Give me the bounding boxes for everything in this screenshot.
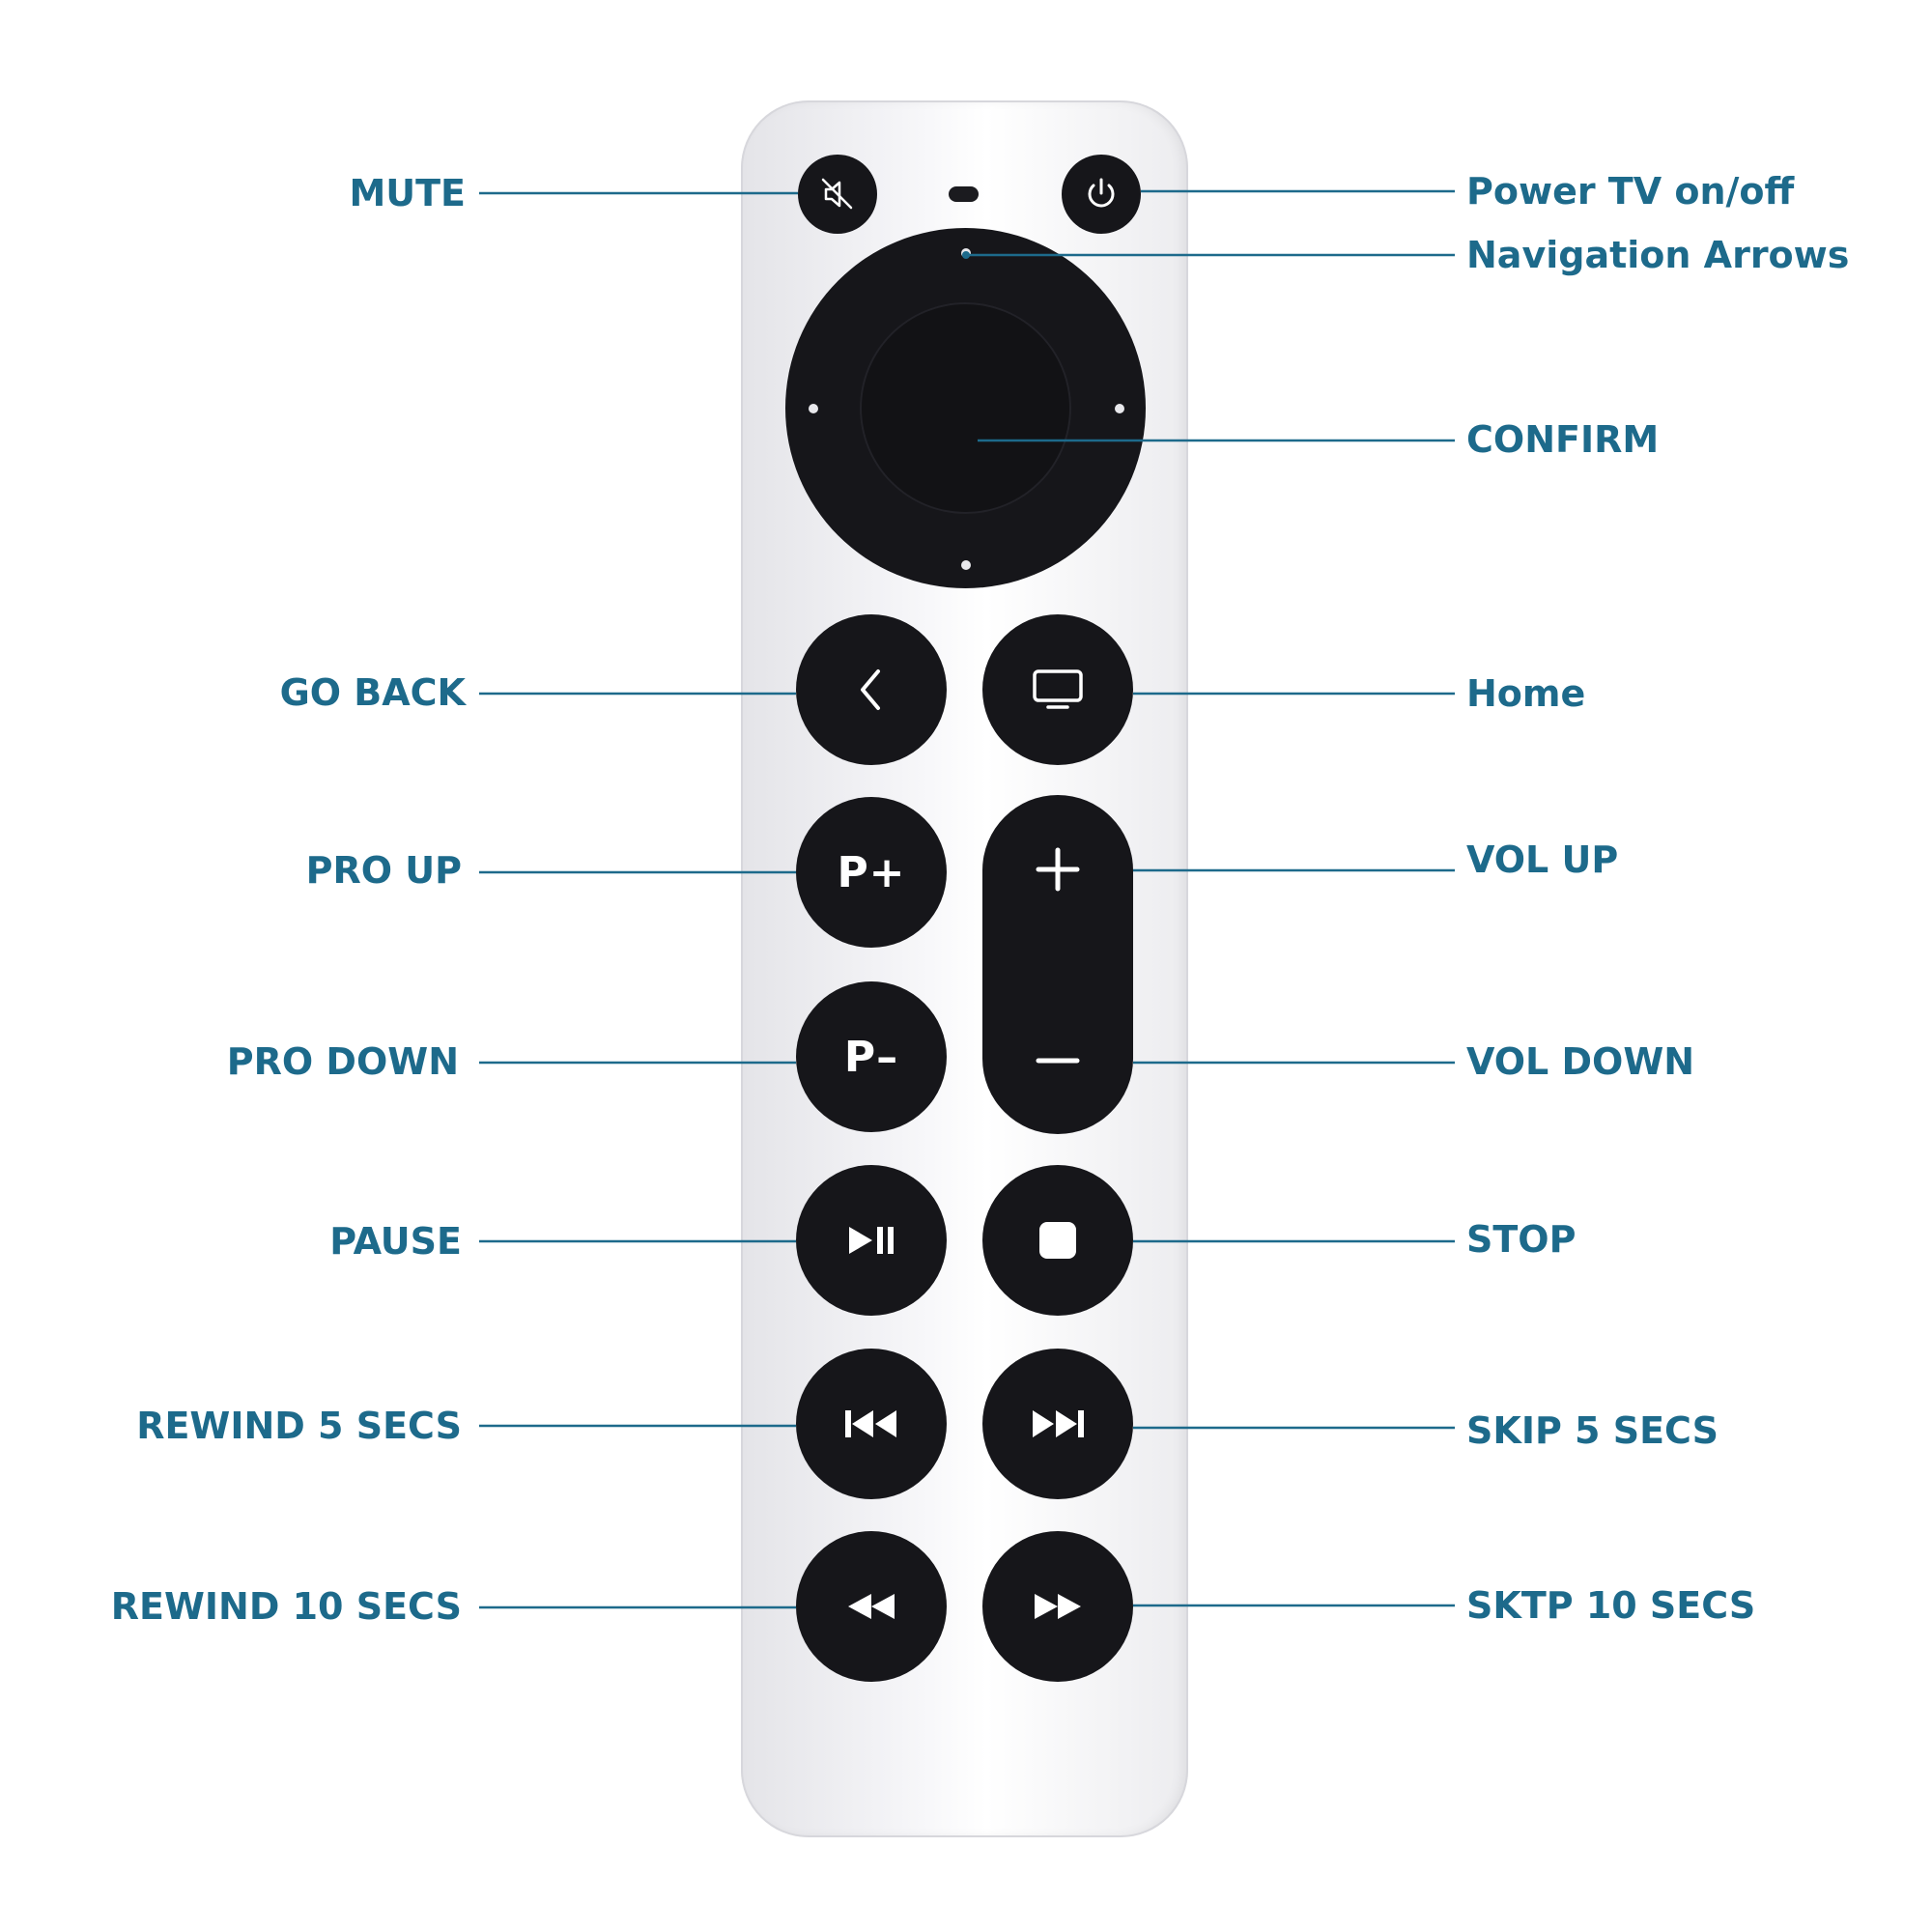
speaker-muted-icon (821, 178, 853, 210)
label-skip-5: SKIP 5 SECS (1466, 1409, 1719, 1452)
stop-button[interactable] (982, 1165, 1133, 1316)
nav-left-dot[interactable] (809, 404, 818, 413)
fast-forward-icon (1035, 1594, 1081, 1619)
volume-down-button[interactable] (1019, 1022, 1096, 1099)
play-pause-button[interactable] (796, 1165, 947, 1316)
program-down-button[interactable]: P– (796, 981, 947, 1132)
rewind-button[interactable] (796, 1531, 947, 1682)
next-track-button[interactable] (982, 1349, 1133, 1499)
fast-forward-button[interactable] (982, 1531, 1133, 1682)
program-up-label: P+ (837, 847, 906, 897)
label-confirm: CONFIRM (1466, 418, 1660, 461)
mute-button[interactable] (798, 155, 877, 234)
label-stop: STOP (1466, 1218, 1577, 1261)
label-power: Power TV on/off (1466, 170, 1795, 213)
label-rewind-5: REWIND 5 SECS (136, 1405, 462, 1447)
label-go-back: GO BACK (279, 671, 466, 714)
skip-previous-icon (845, 1410, 896, 1437)
label-home: Home (1466, 672, 1586, 715)
rewind-icon (848, 1594, 895, 1619)
nav-right-dot[interactable] (1115, 404, 1124, 413)
confirm-button[interactable] (860, 302, 1071, 514)
program-down-label: P– (843, 1032, 899, 1082)
previous-track-button[interactable] (796, 1349, 947, 1499)
label-pro-down: PRO DOWN (226, 1040, 459, 1083)
stop-icon (1039, 1222, 1076, 1259)
program-up-button[interactable]: P+ (796, 797, 947, 948)
plus-icon (1036, 847, 1080, 892)
play-pause-icon (849, 1227, 894, 1254)
nav-down-dot[interactable] (961, 560, 971, 570)
label-skip-10: SKTP 10 SECS (1466, 1584, 1756, 1627)
label-pro-up: PRO UP (305, 849, 462, 892)
home-button[interactable] (982, 614, 1133, 765)
minus-icon (1036, 1058, 1080, 1064)
chevron-left-icon (861, 669, 880, 710)
volume-up-button[interactable] (1019, 831, 1096, 908)
label-pause: PAUSE (329, 1220, 462, 1263)
label-vol-up: VOL UP (1466, 838, 1619, 881)
tv-icon (1033, 669, 1083, 709)
label-mute: MUTE (349, 172, 466, 214)
power-icon (1088, 178, 1115, 208)
power-button[interactable] (1062, 155, 1141, 234)
label-vol-down: VOL DOWN (1466, 1040, 1695, 1083)
skip-next-icon (1033, 1410, 1084, 1437)
label-rewind-10: REWIND 10 SECS (110, 1585, 462, 1628)
status-led (949, 186, 979, 202)
back-button[interactable] (796, 614, 947, 765)
callout-dot-navigation (962, 251, 970, 259)
label-navigation: Navigation Arrows (1466, 234, 1850, 276)
